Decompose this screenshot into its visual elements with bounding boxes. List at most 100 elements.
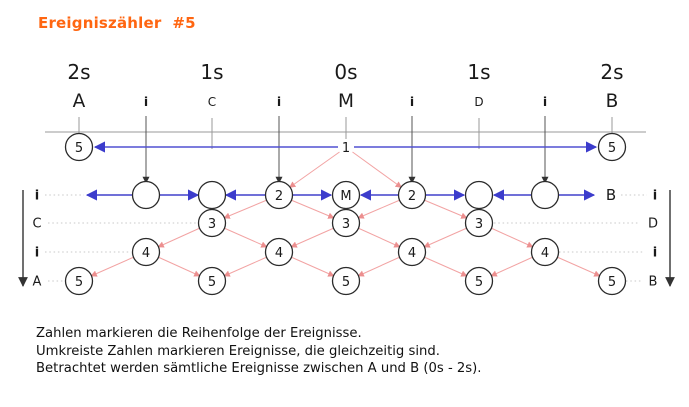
propagation-arrow <box>357 199 401 219</box>
event-node-value: 4 <box>408 246 416 261</box>
event-node <box>64 266 94 296</box>
event-node <box>397 237 427 267</box>
propagation-arrow <box>290 256 335 277</box>
event-node-value: 2 <box>275 189 283 204</box>
right-label-i-bot: i <box>653 246 657 261</box>
event-node-value: 2 <box>408 189 416 204</box>
event-node-value: 5 <box>608 275 616 290</box>
guide-lines <box>45 194 647 282</box>
propagation-arrow <box>290 227 335 248</box>
notes-line-1: Zahlen markieren die Reihenfolge der Ere… <box>36 326 362 341</box>
event-node-value: 5 <box>75 275 83 290</box>
row-i-top: 2 M 2 B <box>85 180 616 210</box>
event-node-value: 4 <box>142 246 150 261</box>
row-i-bottom: 4 4 4 4 <box>131 237 560 267</box>
propagation-arrow <box>423 199 468 219</box>
event-node-value: 4 <box>275 246 283 261</box>
station-label-a: A <box>73 91 86 112</box>
station-label-i4: i <box>543 94 547 109</box>
event-node <box>331 266 361 296</box>
counter-node-left-value: 5 <box>75 141 83 156</box>
counter-node-right-value: 5 <box>608 141 616 156</box>
event-node-value: 3 <box>342 217 350 232</box>
event-node-value: 5 <box>342 275 350 290</box>
propagation-arrow <box>290 199 335 219</box>
propagation-arrow <box>490 227 534 248</box>
propagation-arrow <box>90 256 135 277</box>
propagation-arrow <box>423 256 468 277</box>
event-node <box>197 208 227 238</box>
propagation-arrow <box>423 227 468 248</box>
event-node <box>197 180 227 210</box>
event-node <box>530 237 560 267</box>
propagation-arrow <box>490 256 534 277</box>
right-rail: i D i B <box>648 189 675 290</box>
event-node <box>397 180 427 210</box>
event-node <box>331 180 361 210</box>
notes-line-2: Umkreiste Zahlen markieren Ereignisse, d… <box>36 343 440 359</box>
row-cd: 3 3 3 <box>197 208 494 238</box>
row-ab: 5 5 5 5 5 <box>64 266 627 296</box>
counter-row: 5 1 5 <box>64 132 627 162</box>
notes-line-3: Betrachtet werden sämtliche Ereignisse z… <box>36 361 482 377</box>
right-label-i-top: i <box>653 189 657 204</box>
event-node <box>331 208 361 238</box>
propagation-arrow <box>357 227 401 248</box>
station-label-d: D <box>474 95 483 109</box>
time-label-1s-right: 1s <box>467 60 490 84</box>
event-node <box>530 180 560 210</box>
propagation-arrow <box>157 256 201 277</box>
left-label-c: C <box>32 217 41 232</box>
right-label-b: B <box>649 275 658 290</box>
event-drop-arrows <box>142 116 549 184</box>
station-label-b: B <box>606 91 619 112</box>
event-node-value: 4 <box>541 246 549 261</box>
event-node-value: 5 <box>208 275 216 290</box>
station-label-i3: i <box>410 94 414 109</box>
propagation-arrow <box>223 227 268 248</box>
right-label-d: D <box>648 217 658 232</box>
station-label-i1: i <box>144 94 148 109</box>
propagation-arrow <box>223 199 268 219</box>
propagation-arrow <box>352 151 403 188</box>
propagation-arrow <box>157 227 201 248</box>
event-node <box>131 237 161 267</box>
left-label-a: A <box>33 275 42 290</box>
event-node <box>464 266 494 296</box>
counter-node-left <box>64 132 94 162</box>
event-node-value: M <box>340 189 351 204</box>
page-title: Ereigniszähler #5 <box>38 14 196 32</box>
event-node-value: 3 <box>208 217 216 232</box>
event-node <box>597 266 627 296</box>
timeline-group <box>45 117 646 149</box>
event-node <box>464 180 494 210</box>
origin-label: 1 <box>342 141 350 156</box>
time-label-1s-left: 1s <box>200 60 223 84</box>
counter-node-right <box>597 132 627 162</box>
event-node-value: 3 <box>475 217 483 232</box>
event-node <box>197 266 227 296</box>
time-scale-labels: 2s 1s 0s 1s 2s <box>67 60 623 84</box>
event-node <box>264 237 294 267</box>
left-label-i-bot: i <box>35 246 39 261</box>
propagation-arrow <box>288 151 340 188</box>
station-label-i2: i <box>277 94 281 109</box>
time-label-0s: 0s <box>334 60 357 84</box>
propagation-arrow <box>357 256 401 277</box>
station-label-c: C <box>208 95 216 109</box>
endpoint-label-b: B <box>606 186 616 204</box>
station-label-m: M <box>338 91 354 112</box>
propagation-arrows <box>90 151 601 277</box>
notes: Zahlen markieren die Reihenfolge der Ere… <box>36 325 482 378</box>
station-labels: A i C i M i D i B <box>73 91 619 112</box>
left-rail: i C i A <box>18 189 42 290</box>
propagation-arrow <box>223 256 268 277</box>
time-label-2s-left: 2s <box>67 60 90 84</box>
event-node-value: 5 <box>475 275 483 290</box>
event-node <box>131 180 161 210</box>
left-label-i-top: i <box>35 189 39 204</box>
time-label-2s-right: 2s <box>600 60 623 84</box>
propagation-arrow <box>556 256 601 277</box>
